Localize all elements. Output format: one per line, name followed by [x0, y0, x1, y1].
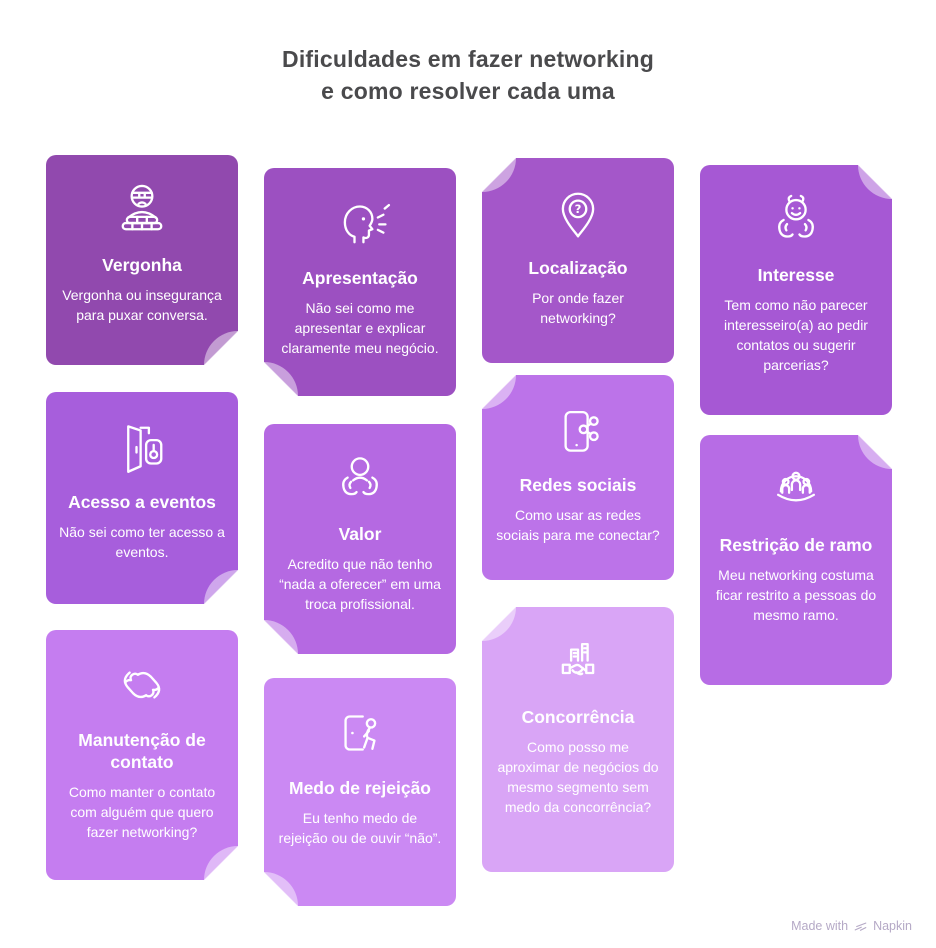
card-title: Restrição de ramo	[719, 535, 873, 555]
card-valor: Valor Acredito que não tenho “nada a ofe…	[264, 424, 456, 654]
column-1: Vergonha Vergonha ou insegurança para pu…	[46, 155, 238, 906]
made-with-credit: Made with Napkin	[791, 919, 912, 933]
card-restricao-de-ramo: Restrição de ramo Meu networking costuma…	[700, 435, 892, 685]
gripping-hands-icon	[102, 652, 182, 718]
card-body: Não sei como me apresentar e explicar cl…	[281, 299, 439, 356]
card-title: Valor	[338, 524, 382, 544]
made-with-label: Made with	[791, 919, 849, 933]
hands-holding-person-icon	[320, 446, 400, 512]
card-body: Acredito que não tenho “nada a oferecer”…	[279, 555, 441, 612]
card-body: Não sei como ter acesso a eventos.	[59, 523, 225, 560]
card-manutencao-de-contato: Manutenção de contato Como manter o cont…	[46, 630, 238, 880]
buildings-handshake-icon	[538, 629, 618, 695]
card-title: Medo de rejeição	[289, 778, 431, 798]
card-title: Concorrência	[521, 707, 635, 727]
page-title-line2: e como resolver cada uma	[321, 77, 615, 104]
napkin-logo-icon	[854, 922, 867, 931]
location-pin-question-icon	[538, 180, 618, 246]
phone-share-icon	[538, 397, 618, 463]
card-body: Como manter o contato com alguém que que…	[68, 783, 216, 840]
card-redes-sociais: Redes sociais Como usar as redes sociais…	[482, 375, 674, 580]
card-title: Apresentação	[302, 268, 418, 288]
card-title: Interesse	[757, 265, 835, 285]
card-body: Eu tenho medo de rejeição ou de ouvir “n…	[278, 809, 442, 846]
card-acesso-a-eventos: Acesso a eventos Não sei como ter acesso…	[46, 392, 238, 604]
column-4: Interesse Tem como não parecer interesse…	[700, 165, 892, 906]
card-body: Vergonha ou insegurança para puxar conve…	[62, 286, 222, 323]
card-body: Como posso me aproximar de negócios do m…	[497, 738, 659, 815]
card-body: Como usar as redes sociais para me conec…	[496, 506, 660, 543]
card-body: Meu networking costuma ficar restrito a …	[715, 566, 877, 623]
brand-label: Napkin	[873, 919, 912, 933]
column-2: Apresentação Não sei como me apresentar …	[264, 168, 456, 906]
shy-person-icon	[102, 177, 182, 243]
column-3: Localização Por onde fazer networking? R…	[482, 158, 674, 906]
card-body: Tem como não parecer interesseiro(a) ao …	[724, 296, 868, 373]
speaking-head-icon	[320, 190, 400, 256]
card-title: Acesso a eventos	[68, 492, 216, 512]
card-concorrencia: Concorrência Como posso me aproximar de …	[482, 607, 674, 872]
card-title: Vergonha	[102, 255, 182, 275]
card-localizacao: Localização Por onde fazer networking?	[482, 158, 674, 363]
open-door-key-icon	[102, 414, 182, 480]
page-title: Dificuldades em fazer networking e como …	[0, 0, 936, 107]
card-title: Localização	[528, 258, 628, 278]
card-interesse: Interesse Tem como não parecer interesse…	[700, 165, 892, 415]
page-title-line1: Dificuldades em fazer networking	[282, 46, 654, 72]
card-title: Manutenção de contato	[78, 730, 206, 772]
cards-area: Vergonha Vergonha ou insegurança para pu…	[46, 155, 892, 906]
people-dome-icon	[756, 457, 836, 523]
card-vergonha: Vergonha Vergonha ou insegurança para pu…	[46, 155, 238, 365]
card-medo-de-rejeicao: Medo de rejeição Eu tenho medo de rejeiç…	[264, 678, 456, 906]
card-body: Por onde fazer networking?	[532, 289, 624, 326]
face-in-hands-icon	[756, 187, 836, 253]
card-apresentacao: Apresentação Não sei como me apresentar …	[264, 168, 456, 396]
card-title: Redes sociais	[519, 475, 637, 495]
door-rejected-person-icon	[320, 700, 400, 766]
